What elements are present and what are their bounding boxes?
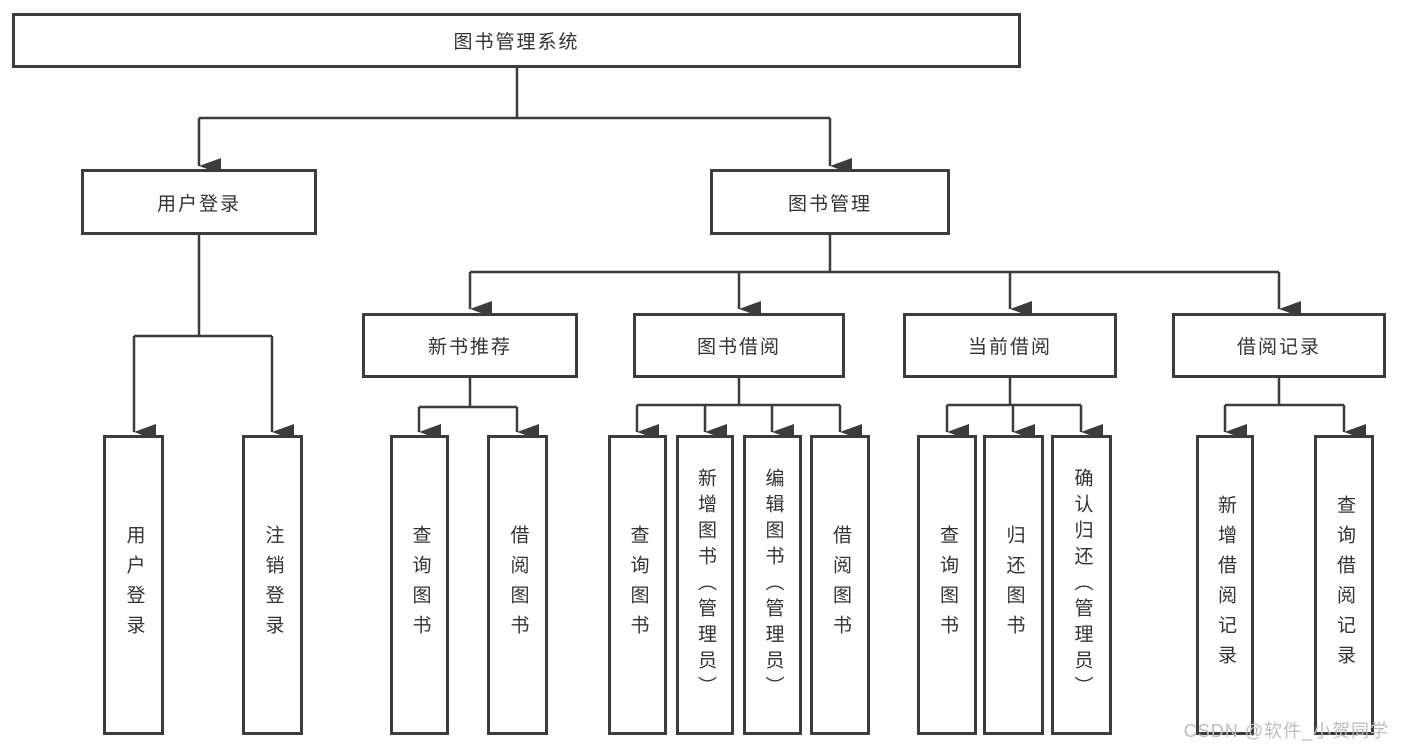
leaf-logout-label: 注销登录 (262, 525, 284, 645)
node-book-borrow-label: 图书借阅 (696, 337, 781, 358)
leaf-add-books: 新增图书（管理员） (676, 435, 734, 735)
node-user-login: 用户登录 (81, 169, 317, 235)
node-current-borrow-label: 当前借阅 (967, 337, 1052, 358)
leaf-user-login: 用户登录 (103, 435, 164, 735)
leaf-borrow-books-2: 借阅图书 (810, 435, 870, 735)
leaf-borrow-books-1: 借阅图书 (487, 435, 548, 735)
leaf-return-books: 归还图书 (983, 435, 1044, 735)
node-borrow-records: 借阅记录 (1172, 313, 1386, 378)
leaf-query-books-2-label: 查询图书 (627, 525, 649, 645)
node-root-label: 图书管理系统 (453, 32, 580, 53)
leaf-logout: 注销登录 (242, 435, 303, 735)
leaf-confirm-return-label: 确认归还（管理员） (1071, 468, 1093, 702)
leaf-add-books-label: 新增图书（管理员） (694, 468, 716, 702)
leaf-add-borrow-record: 新增借阅记录 (1196, 435, 1254, 735)
node-user-login-label: 用户登录 (156, 193, 241, 215)
leaf-query-borrow-record: 查询借阅记录 (1314, 435, 1374, 735)
node-book-borrow: 图书借阅 (633, 313, 845, 378)
node-current-borrow: 当前借阅 (903, 313, 1117, 378)
node-book-management-label: 图书管理 (787, 193, 872, 215)
watermark: CSDN @软件_小贺同学 (1183, 721, 1389, 741)
leaf-borrow-books-2-label: 借阅图书 (829, 525, 851, 645)
leaf-query-books-3: 查询图书 (917, 435, 977, 735)
leaf-edit-books: 编辑图书（管理员） (743, 435, 802, 735)
leaf-query-books-1-label: 查询图书 (409, 525, 431, 645)
leaf-borrow-books-1-label: 借阅图书 (507, 525, 529, 645)
leaf-query-books-1: 查询图书 (390, 435, 449, 735)
node-new-books-label: 新书推荐 (427, 337, 512, 358)
leaf-query-books-3-label: 查询图书 (936, 525, 958, 645)
leaf-query-borrow-record-label: 查询借阅记录 (1333, 495, 1355, 675)
leaf-user-login-label: 用户登录 (123, 525, 145, 645)
leaf-edit-books-label: 编辑图书（管理员） (762, 468, 784, 702)
node-root: 图书管理系统 (12, 13, 1021, 68)
node-book-management: 图书管理 (710, 169, 950, 235)
node-borrow-records-label: 借阅记录 (1236, 337, 1321, 358)
node-new-books: 新书推荐 (362, 313, 578, 378)
leaf-return-books-label: 归还图书 (1003, 525, 1025, 645)
leaf-query-books-2: 查询图书 (608, 435, 667, 735)
leaf-confirm-return: 确认归还（管理员） (1051, 435, 1112, 735)
leaf-add-borrow-record-label: 新增借阅记录 (1214, 495, 1236, 675)
